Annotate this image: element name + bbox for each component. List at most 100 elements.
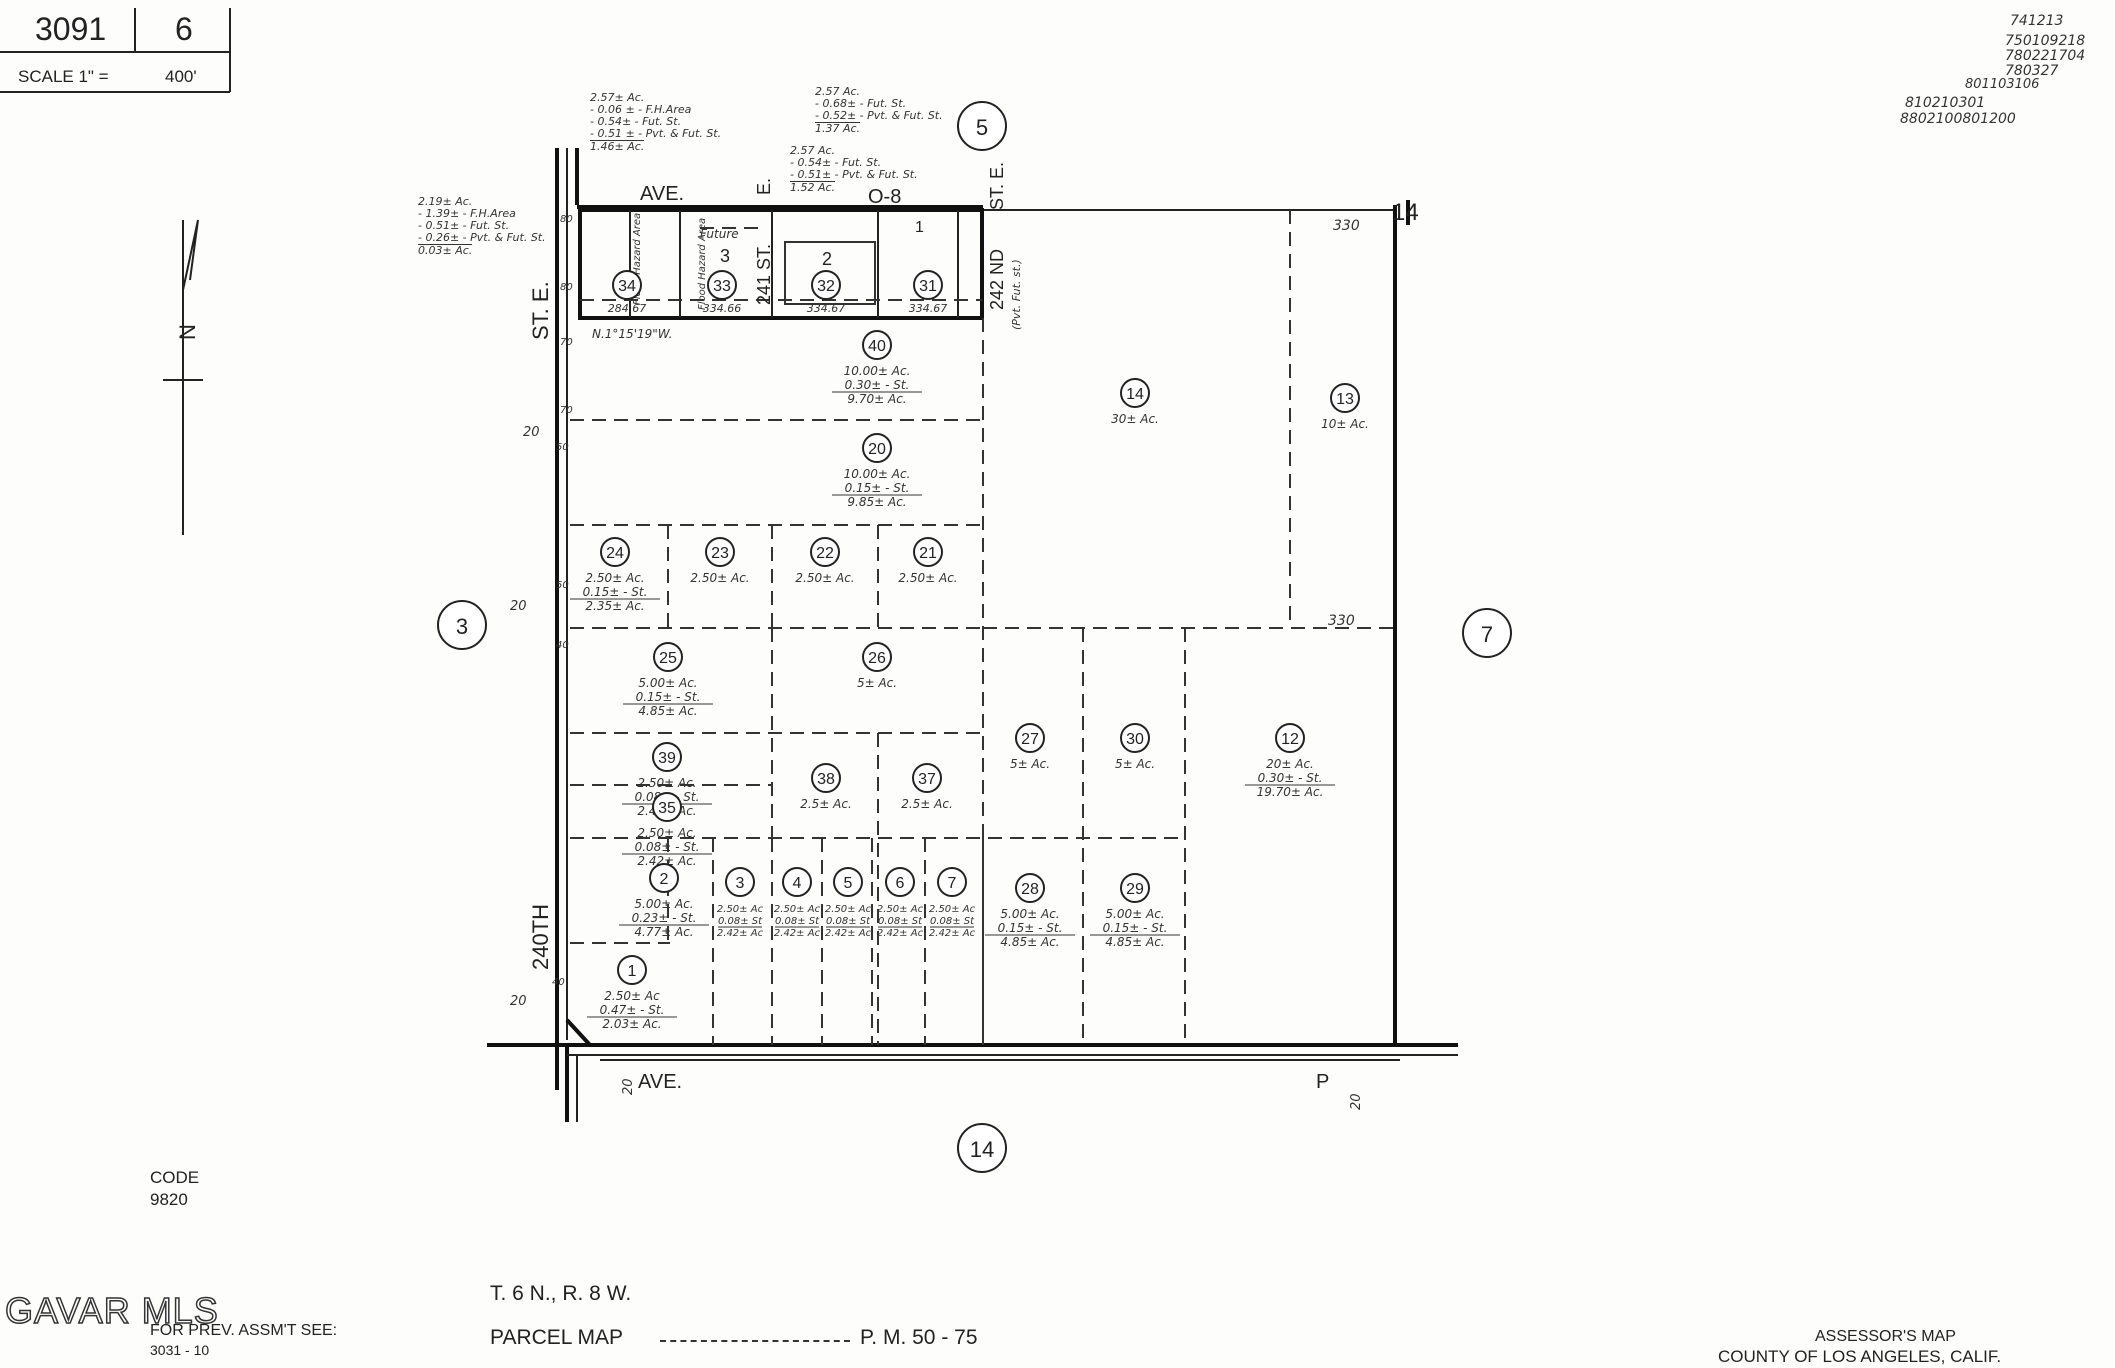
- assessor-map-title: ASSESSOR'S MAP: [1815, 1328, 1956, 1345]
- parcel-acreage: 2.50± Ac: [774, 904, 821, 915]
- corner-14-label: 14: [1392, 199, 1419, 226]
- parcel-acreage: 0.15± - St.: [583, 585, 648, 599]
- parcel-number-circle: [652, 742, 682, 772]
- note-line: - 0.52± - Pvt. & Fut. St.: [815, 109, 943, 122]
- neighbor-page-north: 5: [976, 115, 988, 140]
- parcel-map-dashes: [660, 1340, 850, 1342]
- parcel-acreage: 0.15± - St.: [845, 481, 910, 495]
- parcel-acreage: 2.50± Ac.: [585, 571, 644, 585]
- parcel-number-circle: [1120, 873, 1150, 903]
- street-242-label: 242 ND: [987, 249, 1007, 310]
- note-line: - 0.26± - Pvt. & Fut. St.: [418, 231, 546, 244]
- parcel-acreage: 5.00± Ac.: [638, 676, 697, 690]
- street-241-suffix: E.: [754, 178, 774, 195]
- parcel-number: 31: [919, 278, 937, 295]
- note-line: 0.03± Ac.: [418, 244, 473, 257]
- street-240-suffix: ST. E.: [528, 281, 553, 340]
- parcel-acreage: 5± Ac.: [1010, 757, 1050, 771]
- parcel-number: 12: [1281, 731, 1299, 748]
- parcel-number: 30: [1126, 731, 1144, 748]
- dim-20-west-1: 20: [523, 425, 540, 440]
- county-name: COUNTY OF LOS ANGELES, CALIF.: [1718, 1347, 2002, 1366]
- parcel-number: 23: [711, 545, 729, 562]
- neighbor-page-east: 7: [1481, 622, 1493, 647]
- parcel-number-circle: [1015, 873, 1045, 903]
- parcel-acreage: 0.15± - St.: [998, 921, 1063, 935]
- parcel-number-circle: [1275, 723, 1305, 753]
- parcel-number: 27: [1021, 731, 1039, 748]
- parcel-number-circle: [1330, 383, 1360, 413]
- parcel-number-circle: [617, 955, 647, 985]
- filing-number: 810210301: [1905, 95, 1985, 111]
- parcel-1: 12.50± Ac0.47± - St.2.03± Ac.: [587, 955, 677, 1031]
- parcel-number-circle: [833, 867, 863, 897]
- bearing-label: N.1°15'19"W.: [592, 327, 672, 341]
- lot-3: 3: [720, 246, 730, 266]
- filing-number: 780221704: [2005, 48, 2085, 64]
- parcel-acreage: 30± Ac.: [1111, 412, 1159, 426]
- parcel-35: 352.50± Ac.0.08± - St.2.42± Ac.: [622, 792, 712, 868]
- parcel-number-circle: [937, 867, 967, 897]
- watermark-logo: GAVAR MLS: [4, 1289, 219, 1332]
- parcel-dimension: 334.66: [703, 302, 742, 315]
- parcel-6: 62.50± Ac0.08± St2.42± Ac: [877, 867, 924, 939]
- note-line: - 1.39± - F.H.Area: [418, 207, 516, 220]
- parcel-acreage: 4.85± Ac.: [638, 704, 697, 718]
- parcel-number-circle: [649, 863, 679, 893]
- parcel-acreage: 10.00± Ac.: [844, 364, 911, 378]
- scale-label: SCALE 1" =: [18, 67, 109, 86]
- code-value: 9820: [150, 1190, 188, 1209]
- parcel-acreage: 10.00± Ac.: [844, 467, 911, 481]
- parcel-acreage: 5± Ac.: [857, 676, 897, 690]
- parcel-acreage: 2.42± Ac: [929, 928, 976, 939]
- north-arrow-icon: N: [163, 219, 203, 535]
- parcel-acreage: 2.50± Ac: [604, 989, 660, 1003]
- parcel-number: 7: [948, 875, 957, 892]
- parcel-number-circle: [885, 867, 915, 897]
- parcel-30: 305± Ac.: [1115, 723, 1155, 771]
- parcel-number-circle: [913, 270, 943, 300]
- code-label: CODE: [150, 1168, 200, 1187]
- lot-2: 2: [822, 249, 832, 269]
- parcel-27: 27 5± Ac.: [1010, 723, 1050, 771]
- south-ave-label: AVE.: [638, 1071, 682, 1093]
- south-p-label: P: [1316, 1071, 1329, 1093]
- north-ave-label: AVE.: [640, 183, 684, 205]
- parcel-number-circle: [705, 537, 735, 567]
- parcel-number-circle: [782, 867, 812, 897]
- map-page-number: 6: [175, 11, 193, 47]
- scale-value: 400': [165, 67, 197, 86]
- parcel-23: 232.50± Ac.: [690, 537, 750, 585]
- parcel-acreage: 4.77± Ac.: [634, 925, 693, 939]
- parcel-acreage: 2.50± Ac.: [637, 826, 696, 840]
- parcel-number: 33: [713, 278, 731, 295]
- parcel-number-circle: [811, 763, 841, 793]
- parcel-number: 14: [1126, 386, 1144, 403]
- note-line: 1.46± Ac.: [590, 140, 645, 153]
- note-line: 2.57 Ac.: [815, 85, 861, 98]
- parcel-acreage: 0.08± - St.: [635, 840, 700, 854]
- parcel-number: 38: [817, 771, 835, 788]
- parcel-number-circle: [912, 763, 942, 793]
- street-labels: AVE. O-8 14 AVE. P 241 ST. E. 242 ND ST.…: [528, 162, 1419, 1093]
- parcel-acreage: 5.00± Ac.: [634, 897, 693, 911]
- parcel-acreage: 2.42± Ac: [877, 928, 924, 939]
- parcel-number: 37: [918, 771, 936, 788]
- parcel-acreage: 2.03± Ac.: [602, 1017, 661, 1031]
- parcel-number: 20: [868, 441, 886, 458]
- parcel-21: 212.50± Ac.: [898, 537, 958, 585]
- parcel-37: 372.5± Ac.: [901, 763, 953, 811]
- parcel-28: 285.00± Ac.0.15± - St.4.85± Ac.: [985, 873, 1075, 949]
- map-book-number: 3091: [35, 11, 106, 47]
- parcel-number-circle: [862, 433, 892, 463]
- parcel-dimension: 334.67: [807, 302, 846, 315]
- parcel-number: 25: [659, 650, 677, 667]
- parcel-acreage: 2.42± Ac: [774, 928, 821, 939]
- parcel-number: 13: [1336, 391, 1354, 408]
- parcel-acreage: 2.35± Ac.: [585, 599, 644, 613]
- street-240-label: 240TH: [528, 904, 553, 970]
